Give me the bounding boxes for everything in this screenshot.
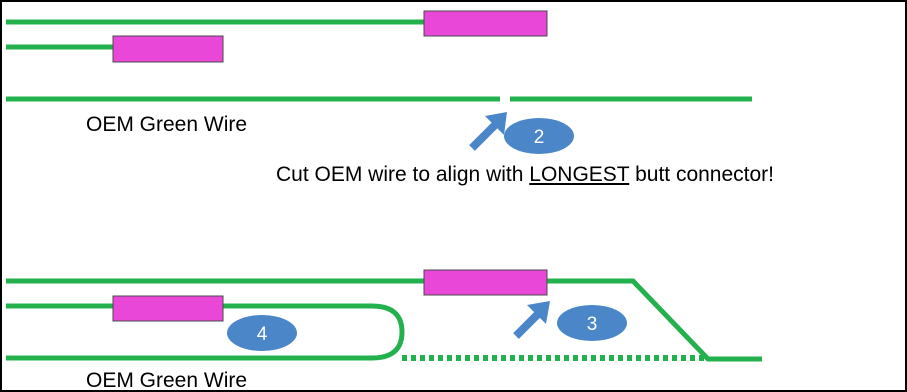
oem-green-wire-label-bottom: OEM Green Wire	[86, 369, 248, 392]
butt-connector-bottom-short	[112, 295, 224, 322]
step-badge-4-label: 4	[257, 324, 268, 345]
step-badge-3: 3	[557, 305, 627, 341]
step-badge-2-label: 2	[534, 127, 545, 148]
note-emphasis: LONGEST	[529, 163, 630, 186]
bottom-wire-loop	[6, 303, 405, 361]
arrow-up-right-icon	[513, 301, 550, 339]
note-suffix: butt connector!	[629, 163, 775, 186]
step-badge-3-label: 3	[587, 314, 598, 335]
arrow-up-right-icon	[469, 112, 507, 151]
oem-green-wire-label-top: OEM Green Wire	[86, 113, 248, 136]
butt-connector-top-short	[112, 35, 224, 63]
step-badge-2: 2	[504, 118, 574, 154]
bottom-wire-upper	[6, 278, 762, 362]
cut-instruction-note: Cut OEM wire to align with LONGEST butt …	[276, 163, 774, 187]
butt-connector-top-long	[423, 10, 548, 37]
note-prefix: Cut OEM wire to align with	[276, 163, 530, 186]
butt-connector-bottom-long	[423, 269, 548, 296]
step-badge-4: 4	[227, 315, 297, 351]
